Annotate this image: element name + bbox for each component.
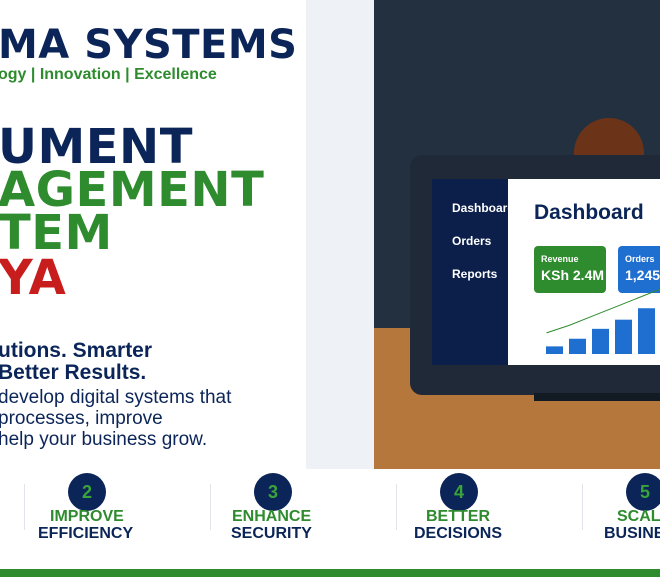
- sidebar-item-reports[interactable]: Reports: [452, 267, 498, 281]
- benefit-badge: 3: [254, 473, 292, 511]
- body-line-2: processes, improve: [0, 408, 163, 429]
- footer-accent-bar: [0, 569, 660, 577]
- office-photo: Dashboard Orders Reports Dashboard Reven…: [374, 0, 660, 469]
- headline-line-3: TEM: [0, 205, 113, 261]
- sidebar-item-orders[interactable]: Orders: [452, 234, 492, 248]
- benefit-badge: 5: [626, 473, 660, 511]
- subheadline-line-1: utions. Smarter: [0, 339, 153, 362]
- chart-bar: [592, 328, 609, 354]
- photo-margin: [306, 0, 374, 469]
- benefit-subtitle: EFFICIENCY: [38, 525, 134, 542]
- dashboard-title: Dashboard: [534, 201, 644, 224]
- headline-line-4: YA: [0, 250, 67, 306]
- chart-bar: [569, 338, 586, 354]
- divider: [210, 484, 211, 530]
- benefit-subtitle: BUSINE: [604, 525, 660, 542]
- chart-bar: [546, 346, 563, 354]
- benefit-title: ENHANCE: [232, 508, 312, 525]
- benefit-badge: 2: [68, 473, 106, 511]
- benefit-title: SCAL: [617, 508, 660, 525]
- chart-trend-line: [546, 289, 660, 334]
- benefit-badge: 4: [440, 473, 478, 511]
- benefit-title: BETTER: [426, 508, 490, 525]
- divider: [396, 484, 397, 530]
- divider: [582, 484, 583, 530]
- monitor-base: [534, 393, 660, 401]
- benefit-subtitle: DECISIONS: [414, 525, 503, 542]
- chart-bar: [615, 319, 632, 354]
- revenue-label: Revenue: [541, 254, 579, 264]
- divider: [24, 484, 25, 530]
- body-line-1: develop digital systems that: [0, 387, 232, 408]
- orders-value: 1,245: [625, 267, 660, 283]
- benefit-subtitle: SECURITY: [231, 525, 312, 542]
- dashboard-sidebar: Dashboard Orders Reports: [432, 179, 515, 365]
- orders-label: Orders: [625, 254, 655, 264]
- revenue-card: Revenue KSh 2.4M: [534, 246, 606, 293]
- sidebar-item-dashboard[interactable]: Dashboard: [452, 201, 515, 215]
- revenue-value: KSh 2.4M: [541, 267, 605, 283]
- body-line-3: help your business grow.: [0, 429, 208, 450]
- headline-line-2: AGEMENT: [0, 162, 265, 218]
- brand-tagline: ogy | Innovation | Excellence: [0, 66, 217, 83]
- benefit-title: IMPROVE: [50, 508, 124, 525]
- dashboard-screen: Dashboard Orders Reports Dashboard Reven…: [432, 179, 660, 365]
- brand-name: MA SYSTEMS: [0, 22, 298, 68]
- headline-line-1: UMENT: [0, 119, 193, 175]
- monitor: Dashboard Orders Reports Dashboard Reven…: [410, 155, 660, 395]
- chart-bar: [638, 308, 655, 354]
- subheadline-line-2: Better Results.: [0, 361, 147, 384]
- orders-card: Orders 1,245: [618, 246, 660, 293]
- bar-chart: [546, 289, 660, 354]
